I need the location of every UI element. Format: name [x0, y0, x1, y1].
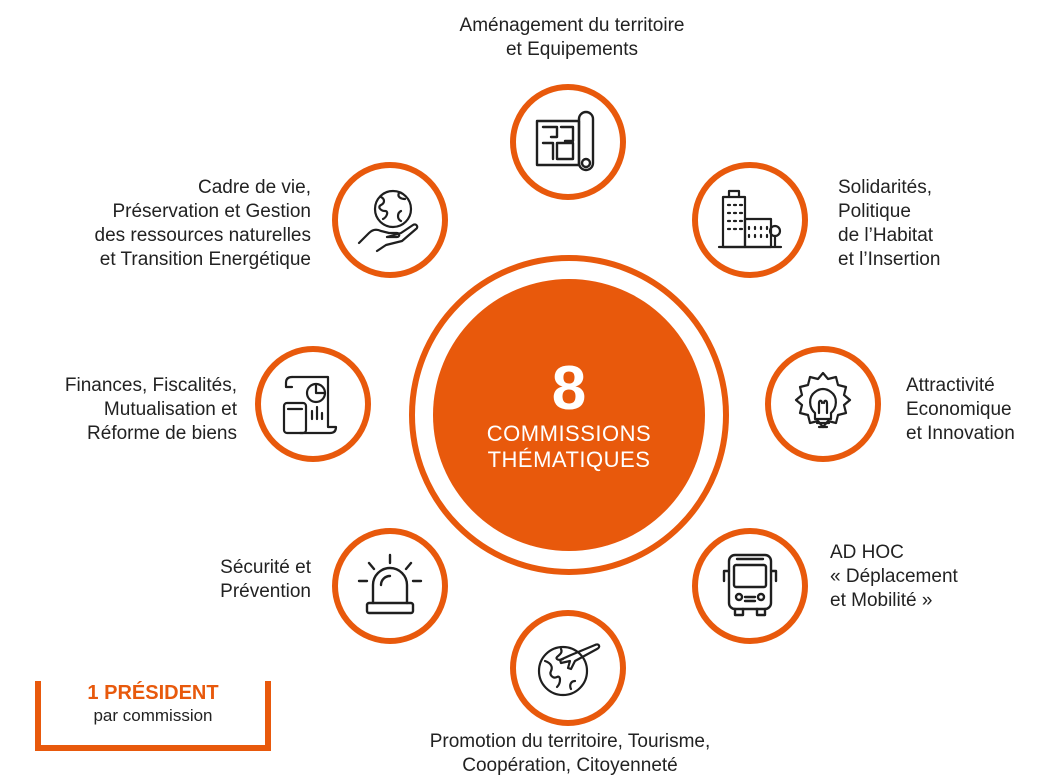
label-line: et Equipements — [505, 39, 639, 60]
node-finances — [255, 346, 371, 462]
label-cadre-de-vie: Cadre de vie, Préservation et Gestion de… — [95, 176, 312, 272]
label-line: de l’Habitat — [838, 225, 934, 246]
node-solidarites — [692, 162, 808, 278]
node-promotion — [510, 610, 626, 726]
label-line: « Déplacement — [830, 566, 958, 587]
label-line: et Innovation — [906, 423, 1015, 444]
label-attractivite: Attractivité Economique et Innovation — [906, 374, 1015, 446]
label-deplacement: AD HOC « Déplacement et Mobilité » — [830, 541, 958, 613]
label-line: Réforme de biens — [87, 423, 237, 444]
hand-globe-icon — [357, 189, 419, 253]
commission-count: 8 — [551, 354, 587, 423]
center-label-line2: THÉMATIQUES — [487, 447, 651, 472]
bus-icon — [722, 553, 778, 617]
label-line: et l’Insertion — [838, 249, 941, 270]
label-promotion: Promotion du territoire, Tourisme, Coopé… — [350, 730, 790, 778]
president-bracket — [35, 681, 271, 751]
center-label-line1: COMMISSIONS — [486, 421, 652, 446]
alarm-light-icon — [357, 553, 423, 615]
globe-plane-icon — [537, 643, 601, 697]
president-subtitle: par commission — [93, 706, 213, 725]
center-outer-ring — [409, 255, 729, 575]
label-line: des ressources naturelles — [94, 225, 312, 246]
label-line: Finances, Fiscalités, — [64, 375, 237, 396]
label-line: Prévention — [220, 581, 311, 602]
label-line: Politique — [838, 201, 911, 222]
label-line: Promotion du territoire, Tourisme, — [429, 731, 711, 752]
label-amenagement: Aménagement du territoire et Equipements — [382, 14, 762, 62]
blueprint-icon — [535, 110, 595, 172]
label-line: Solidarités, — [838, 177, 932, 198]
node-attractivite — [765, 346, 881, 462]
label-line: Coopération, Citoyenneté — [462, 755, 678, 776]
node-amenagement — [510, 84, 626, 200]
node-cadre-de-vie — [332, 162, 448, 278]
label-line: et Mobilité » — [830, 590, 933, 611]
lightbulb-gear-icon — [794, 371, 852, 429]
label-solidarites: Solidarités, Politique de l’Habitat et l… — [838, 176, 940, 272]
finance-document-icon — [282, 375, 338, 435]
label-line: Aménagement du territoire — [459, 15, 685, 36]
label-line: Economique — [906, 399, 1012, 420]
label-line: Attractivité — [906, 375, 995, 396]
label-line: Mutualisation et — [103, 399, 237, 420]
node-securite — [332, 528, 448, 644]
center-disc: 8 COMMISSIONS THÉMATIQUES — [433, 279, 705, 551]
buildings-icon — [717, 189, 783, 249]
president-title: 1 PRÉSIDENT — [87, 682, 219, 704]
node-deplacement — [692, 528, 808, 644]
president-callout: 1 PRÉSIDENT par commission — [41, 681, 265, 727]
label-line: Cadre de vie, — [197, 177, 311, 198]
label-line: et Transition Energétique — [99, 249, 311, 270]
label-finances: Finances, Fiscalités, Mutualisation et R… — [65, 374, 237, 446]
label-line: Sécurité et — [220, 557, 311, 578]
label-securite: Sécurité et Prévention — [220, 556, 311, 604]
label-line: AD HOC — [830, 542, 904, 563]
label-line: Préservation et Gestion — [112, 201, 311, 222]
